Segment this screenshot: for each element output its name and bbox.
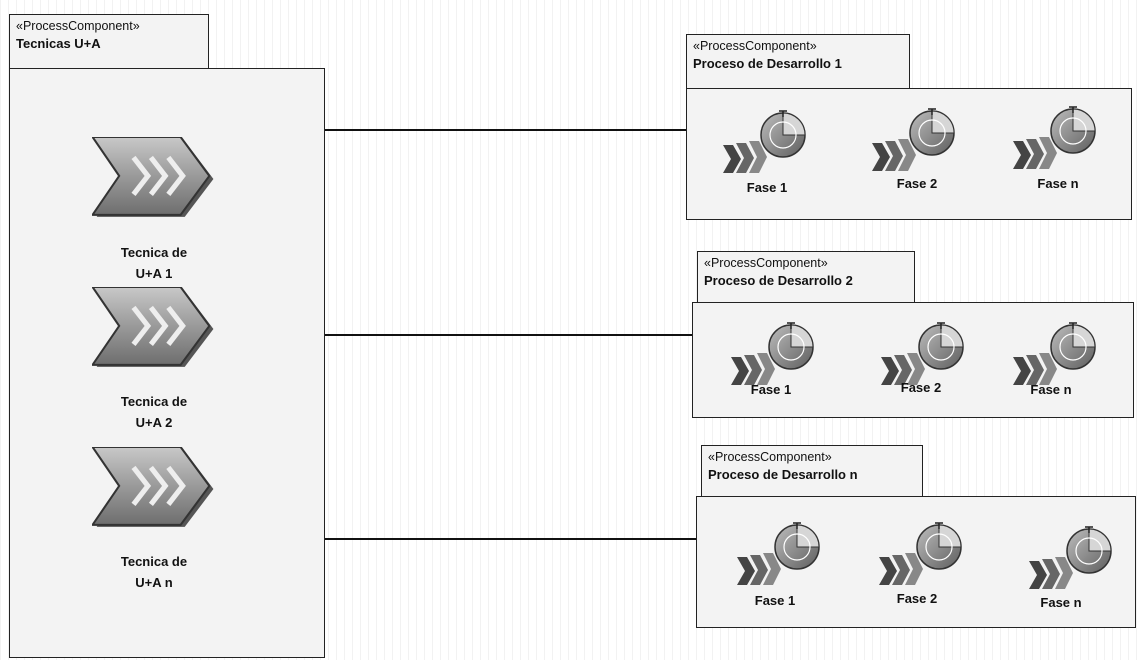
- process-2-stereotype: «ProcessComponent»: [704, 256, 828, 270]
- phase-label: Fase 1: [750, 382, 792, 397]
- phase-label: Fase n: [1040, 595, 1082, 610]
- phase-clock-icon: [737, 521, 832, 586]
- phase-clock-icon: [1013, 321, 1108, 386]
- phase-label: Fase 1: [754, 593, 796, 608]
- process-2-tab: «ProcessComponent» Proceso de Desarrollo…: [697, 251, 915, 305]
- process-3-stereotype: «ProcessComponent»: [708, 450, 832, 464]
- connector-2: [324, 334, 692, 336]
- process-3-name: Proceso de Desarrollo n: [708, 467, 858, 482]
- phase-clock-icon: [731, 321, 826, 386]
- main-component-tab: «ProcessComponent» Tecnicas U+A: [9, 14, 209, 70]
- process-3-tab: «ProcessComponent» Proceso de Desarrollo…: [701, 445, 923, 499]
- process-1-name: Proceso de Desarrollo 1: [693, 56, 842, 71]
- process-3-body[interactable]: Fase 1 Fase 2 Fase n: [696, 496, 1136, 628]
- chevron-arrow-icon: [92, 447, 216, 531]
- process-1-stereotype: «ProcessComponent»: [693, 39, 817, 53]
- main-component-stereotype: «ProcessComponent»: [16, 19, 140, 33]
- technique-label-1: Tecnica de U+A 1: [120, 245, 188, 281]
- technique-label-3: Tecnica de U+A n: [120, 554, 188, 590]
- phase-label: Fase 1: [746, 180, 788, 195]
- phase-clock-icon: [1029, 525, 1124, 590]
- process-2-body[interactable]: Fase 1 Fase 2 Fase n: [692, 302, 1134, 418]
- phase-clock-icon: [879, 521, 974, 586]
- phase-label: Fase 2: [896, 591, 938, 606]
- phase-label: Fase n: [1037, 176, 1079, 191]
- phase-label: Fase 2: [896, 176, 938, 191]
- technique-label-2: Tecnica de U+A 2: [120, 394, 188, 430]
- main-component-name: Tecnicas U+A: [16, 36, 101, 51]
- process-1-tab: «ProcessComponent» Proceso de Desarrollo…: [686, 34, 910, 90]
- phase-clock-icon: [723, 109, 818, 174]
- process-1-body[interactable]: Fase 1 Fase 2 Fase n: [686, 88, 1132, 220]
- process-2-name: Proceso de Desarrollo 2: [704, 273, 853, 288]
- phase-clock-icon: [872, 107, 967, 172]
- chevron-arrow-icon: [92, 287, 216, 371]
- phase-label: Fase 2: [900, 380, 942, 395]
- phase-label: Fase n: [1030, 382, 1072, 397]
- connector-3: [324, 538, 696, 540]
- phase-clock-icon: [1013, 105, 1108, 170]
- main-component-body[interactable]: Tecnica de U+A 1 Tecnica de U+A 2 Tecnic…: [9, 68, 325, 658]
- chevron-arrow-icon: [92, 137, 216, 221]
- connector-1: [324, 129, 686, 131]
